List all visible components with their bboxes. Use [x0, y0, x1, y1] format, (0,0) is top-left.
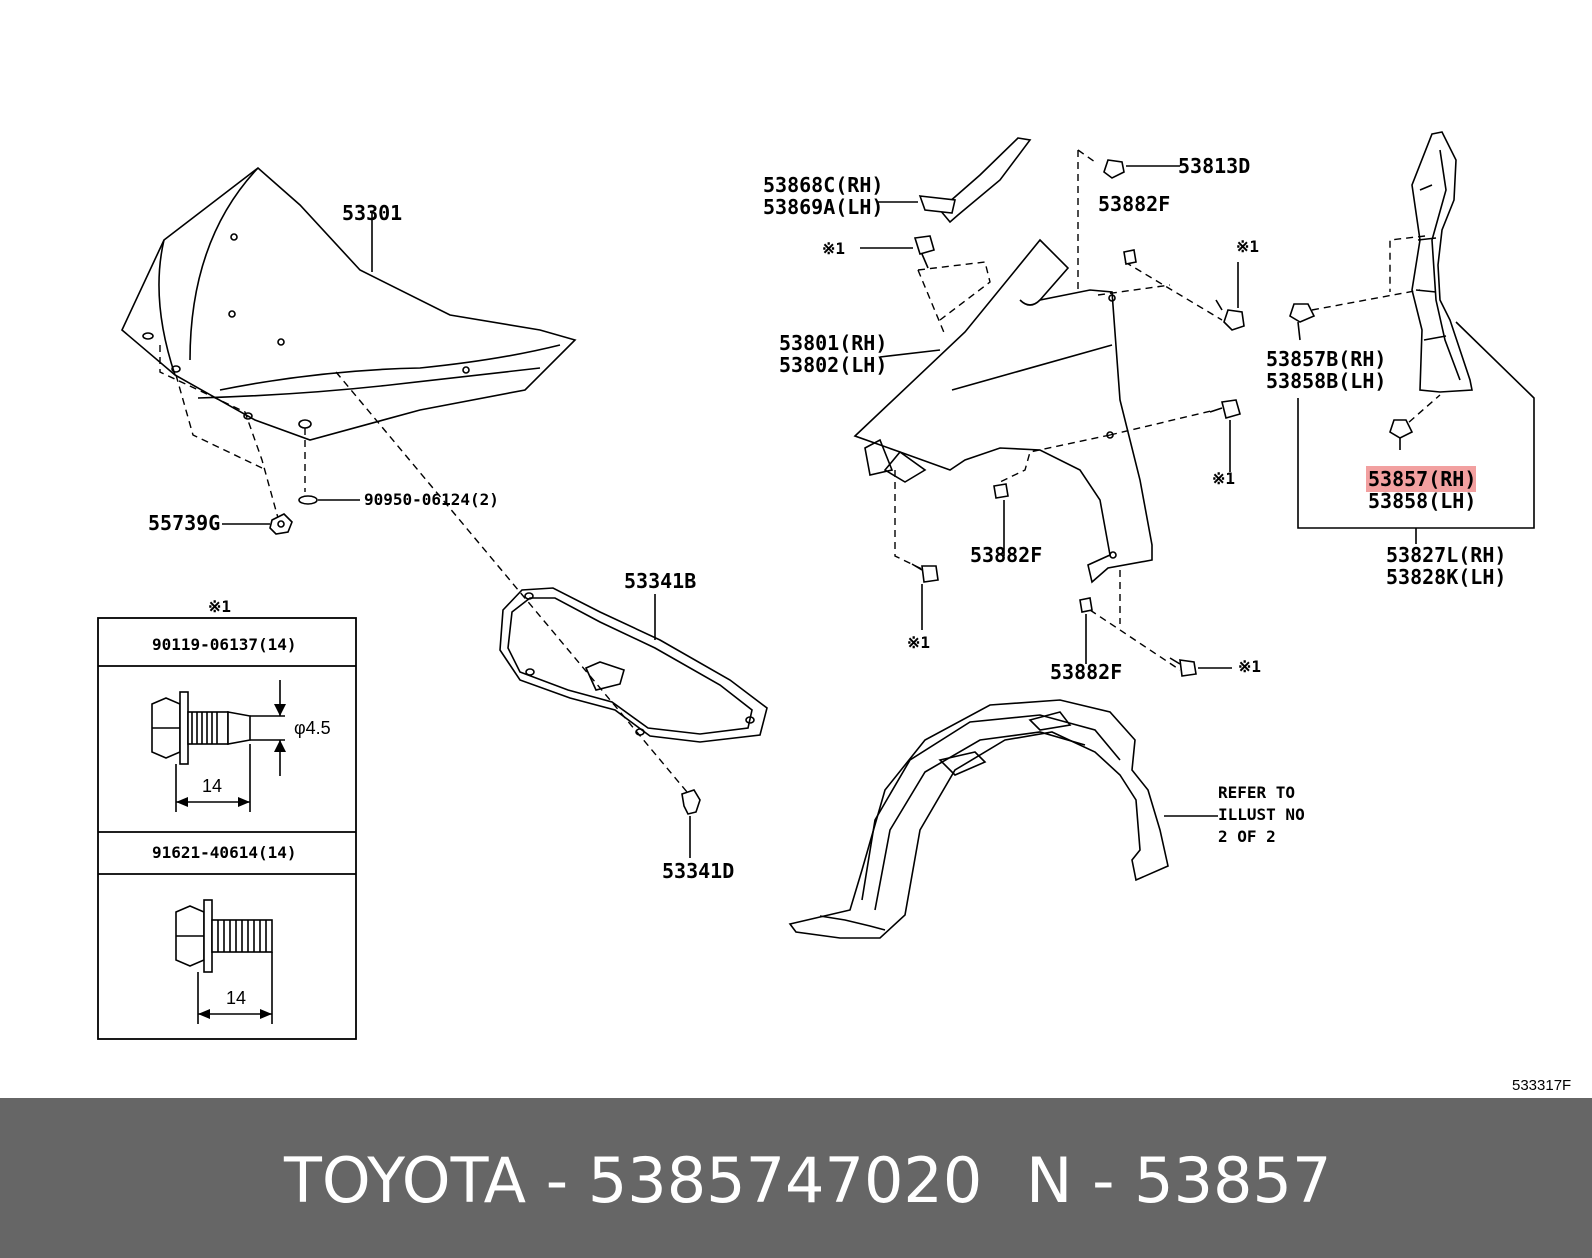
label-note-mark-2: ※1 — [1236, 237, 1259, 256]
label-note-mark-4: ※1 — [907, 633, 930, 652]
hood-seal-illustration — [499, 587, 768, 858]
label-seal-clip-b-lh: 53858B(LH) — [1266, 369, 1386, 393]
bolt-icon — [860, 235, 935, 269]
label-fender-lh: 53802(LH) — [779, 353, 887, 377]
fender-seal-illustration — [1289, 131, 1535, 544]
fastener-bolt1-diameter: φ4.5 — [294, 718, 331, 738]
label-seal-lh: 53828K(LH) — [1386, 565, 1506, 589]
footer-brand-part: TOYOTA - 5385747020 — [284, 1144, 983, 1217]
label-hood-seal-clip: 53341D — [662, 859, 734, 883]
bolt-icon — [1169, 657, 1232, 677]
fastener-bolt2-length: 14 — [226, 988, 246, 1008]
label-seal-clip-lh: 53858(LH) — [1368, 489, 1476, 513]
label-fender-rh: 53801(RH) — [779, 331, 887, 355]
label-seal-clip-rh: 53857(RH) — [1368, 467, 1476, 491]
fender-illustration — [853, 137, 1245, 677]
label-refer-3: 2 OF 2 — [1218, 827, 1276, 846]
label-nut-b: 53882F — [970, 543, 1042, 567]
fastener-table — [97, 617, 357, 1040]
flange-bolt-icon — [175, 899, 273, 1024]
parts-diagram: 53301 55739G 90950-06124(2) 53341B 53341… — [97, 131, 1571, 1094]
label-fender-molding-rh: 53868C(RH) — [763, 173, 883, 197]
label-nut-a: 53882F — [1098, 192, 1170, 216]
label-hood: 53301 — [342, 201, 402, 225]
label-hood-seal: 53341B — [624, 569, 696, 593]
footer-ref-code: N - 53857 — [1026, 1144, 1332, 1217]
label-note-mark-3: ※1 — [1212, 469, 1235, 488]
label-hood-support-clip: 55739G — [148, 511, 220, 535]
fender-liner-illustration — [788, 699, 1218, 939]
label-refer-1: REFER TO — [1218, 783, 1295, 802]
highlight-box — [1366, 466, 1476, 492]
label-note-mark-1: ※1 — [822, 239, 845, 258]
label-note-mark-5: ※1 — [1238, 657, 1261, 676]
fastener-bolt2-part: 91621-40614(14) — [152, 843, 297, 862]
fastener-bolt1-part: 90119-06137(14) — [152, 635, 297, 654]
bolt-icon — [1209, 399, 1241, 472]
fastener-table-mark: ※1 — [208, 597, 231, 616]
label-fender-clip-top: 53813D — [1178, 154, 1250, 178]
label-nut-c: 53882F — [1050, 660, 1122, 684]
bolt-icon — [1215, 262, 1245, 331]
hood-illustration — [121, 166, 693, 799]
fastener-bolt1-length: 14 — [202, 776, 222, 796]
image-reference-code: 533317F — [1512, 1077, 1571, 1094]
footer-bar — [0, 1098, 1592, 1258]
bolt-icon — [911, 563, 939, 630]
label-seal-rh: 53827L(RH) — [1386, 543, 1506, 567]
flange-bolt-icon — [151, 680, 286, 812]
label-refer-2: ILLUST NO — [1218, 805, 1305, 824]
label-fender-molding-lh: 53869A(LH) — [763, 195, 883, 219]
label-hood-clip: 90950-06124(2) — [364, 490, 499, 509]
label-seal-clip-b-rh: 53857B(RH) — [1266, 347, 1386, 371]
